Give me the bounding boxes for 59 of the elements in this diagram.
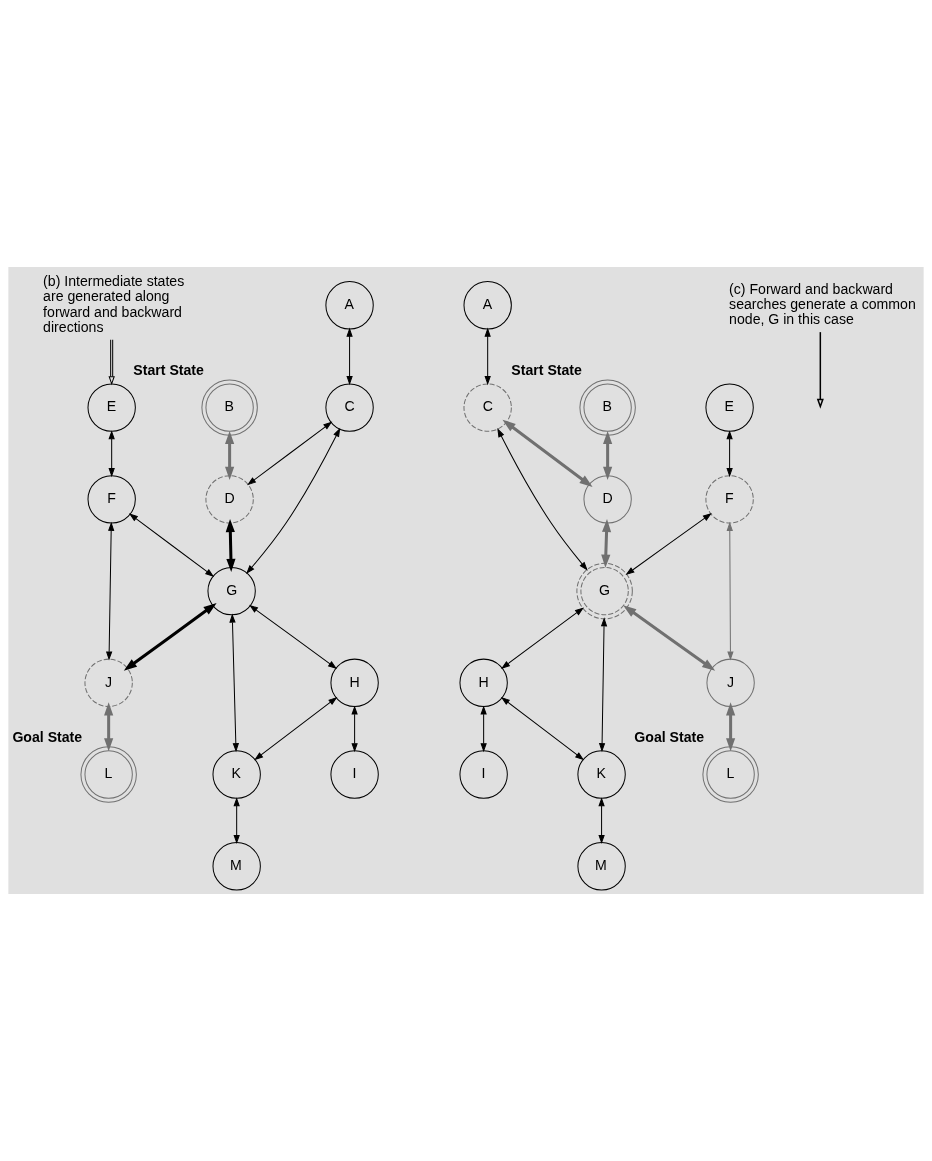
arrow — [484, 327, 491, 386]
arrow — [726, 702, 736, 752]
node-circle: F — [705, 475, 754, 524]
node-circle: L — [702, 746, 759, 803]
arrow — [249, 604, 337, 669]
node-circle: A — [463, 281, 512, 330]
node-circle: K — [577, 750, 626, 799]
arrow — [497, 428, 588, 571]
node-circle: M — [212, 842, 261, 891]
arrow — [108, 430, 115, 478]
node-label: Start State — [133, 362, 204, 379]
node-circle: C — [463, 383, 512, 432]
node-circle: E — [705, 383, 754, 432]
arrow — [502, 419, 593, 488]
arrow — [601, 518, 612, 568]
arrow — [500, 696, 585, 761]
node-circle: J — [706, 658, 755, 707]
arrow — [225, 518, 236, 572]
arrow — [816, 331, 824, 409]
node-circle: M — [577, 842, 626, 891]
node-circle: B — [579, 379, 636, 436]
arrow — [603, 430, 613, 480]
node-circle: D — [583, 475, 632, 524]
node-circle: I — [330, 750, 379, 799]
arrow — [346, 327, 353, 386]
arrow — [105, 521, 115, 661]
arrow — [246, 427, 341, 574]
arrow — [598, 797, 605, 845]
node-text: (c) Forward and backward searches generate a common node, G in this case — [729, 280, 916, 328]
node-circle: E — [87, 383, 136, 432]
arrow — [726, 521, 734, 661]
arrow — [501, 607, 584, 669]
node-circle: D — [205, 475, 254, 524]
arrow — [123, 603, 217, 671]
node-circle: I — [459, 750, 508, 799]
arrow — [229, 613, 239, 753]
arrow — [351, 705, 358, 753]
arrow — [108, 339, 115, 386]
arrow — [625, 513, 712, 576]
node-label: Goal State — [12, 728, 83, 745]
node-circle: J — [84, 658, 133, 707]
arrow — [254, 696, 338, 761]
node-label: Goal State — [634, 728, 705, 745]
arrow — [225, 430, 235, 480]
arrow — [480, 705, 487, 753]
arrow — [128, 513, 215, 577]
node-circle: B — [201, 379, 258, 436]
node-label: Start State — [511, 362, 582, 379]
node-text: (b) Intermediate states are generated along forward and backward directions — [43, 273, 185, 335]
arrow — [598, 617, 608, 753]
node-circle: L — [80, 746, 137, 803]
node-circle: F — [87, 475, 136, 524]
arrow — [233, 797, 240, 845]
node-circle: A — [325, 281, 374, 330]
arrow — [247, 421, 333, 486]
arrow — [623, 605, 716, 671]
arrow — [104, 702, 114, 752]
arrow — [726, 430, 733, 478]
node-circle: K — [212, 750, 261, 799]
